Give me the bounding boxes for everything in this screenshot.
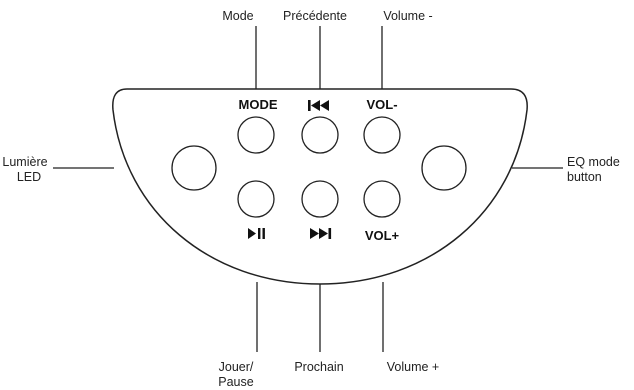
- volume-down-callout-label: Volume -: [383, 9, 432, 23]
- volume-up-button[interactable]: [363, 180, 401, 218]
- play-pause-icon: [248, 228, 265, 239]
- vol-plus-panel-label: VOL+: [365, 228, 400, 243]
- play-pause-button[interactable]: [237, 180, 275, 218]
- led-callout-label-line1: Lumière: [2, 155, 47, 169]
- mode-callout-label: Mode: [222, 9, 253, 23]
- volume-up-callout-label: Volume +: [387, 360, 439, 374]
- next-button[interactable]: [301, 180, 339, 218]
- mode-button[interactable]: [237, 116, 275, 154]
- eq-mode-button[interactable]: [421, 145, 467, 191]
- led-light: [171, 145, 217, 191]
- play-pause-callout-label-line1: Jouer/: [219, 360, 254, 374]
- led-callout-label-line2: LED: [17, 170, 41, 184]
- skip-previous-icon: [308, 100, 329, 111]
- next-callout-label: Prochain: [294, 360, 343, 374]
- previous-button[interactable]: [301, 116, 339, 154]
- eq-callout-label-line1: EQ mode: [567, 155, 620, 169]
- vol-minus-panel-label: VOL-: [366, 97, 397, 112]
- mode-panel-label: MODE: [239, 97, 278, 112]
- eq-callout-label-line2: button: [567, 170, 602, 184]
- volume-down-button[interactable]: [363, 116, 401, 154]
- skip-next-icon: [310, 228, 332, 239]
- play-pause-callout-label-line2: Pause: [218, 375, 253, 389]
- previous-callout-label: Précédente: [283, 9, 347, 23]
- leader-lines: [53, 26, 563, 352]
